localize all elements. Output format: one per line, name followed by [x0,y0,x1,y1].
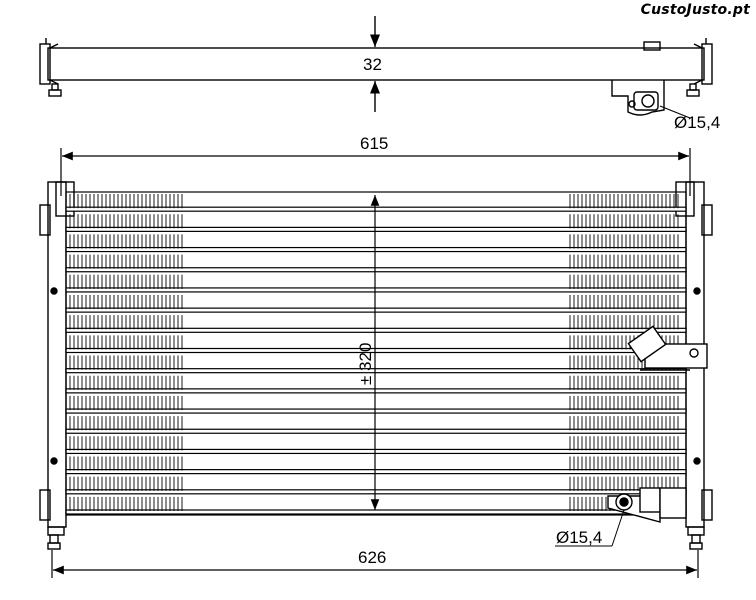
core-fins [69,496,679,511]
core-outline [65,191,687,516]
core-fins [69,254,679,269]
core-width-label: 615 [360,134,388,153]
core-fins [69,194,679,209]
core-tube [65,448,687,455]
top-view-core-bar [47,47,705,81]
core-fins [69,416,679,431]
overall-width-dimension [51,550,699,578]
top-view-pipe-connector [611,41,665,116]
core-fins [69,456,679,471]
core-tube [65,428,687,434]
bottom-pipe-diameter-label: Ø15,4 [556,528,602,547]
core-tube [65,267,687,273]
core-fins [69,476,679,491]
overall-width-label: 626 [358,548,386,567]
core-fins [69,234,679,249]
top-view-left-bracket [39,38,62,97]
core-height-label: ± 320 [356,343,375,385]
top-view-right-bracket [686,38,713,97]
core-tube [65,388,687,394]
core-tube [65,246,687,253]
watermark-logo: CustoJusto.pt [640,2,750,18]
core-tube [65,307,687,313]
core-fins [69,214,679,229]
core-fins [69,395,679,411]
bottom-pipe-outlet [607,487,687,523]
core-fins [69,315,679,330]
core-tube [65,469,687,475]
core-fins [69,375,679,390]
core-width-dimension [60,148,691,196]
side-pipe-fitting [627,325,708,371]
top-pipe-diameter-label: Ø15,4 [674,113,720,132]
core-tube [65,408,687,414]
core-tube [65,206,687,212]
condenser-core [65,191,687,516]
core-tube [65,368,687,374]
top-view [39,16,713,116]
core-tube [65,347,687,354]
core-tube [65,226,687,232]
core-fins [69,274,679,289]
core-tube [65,327,687,333]
core-tube [65,287,687,293]
core-tube [65,489,687,495]
thickness-dimension-label: 32 [363,55,382,74]
core-fins [69,436,679,451]
core-fins [69,294,679,310]
core-tube [65,509,687,515]
